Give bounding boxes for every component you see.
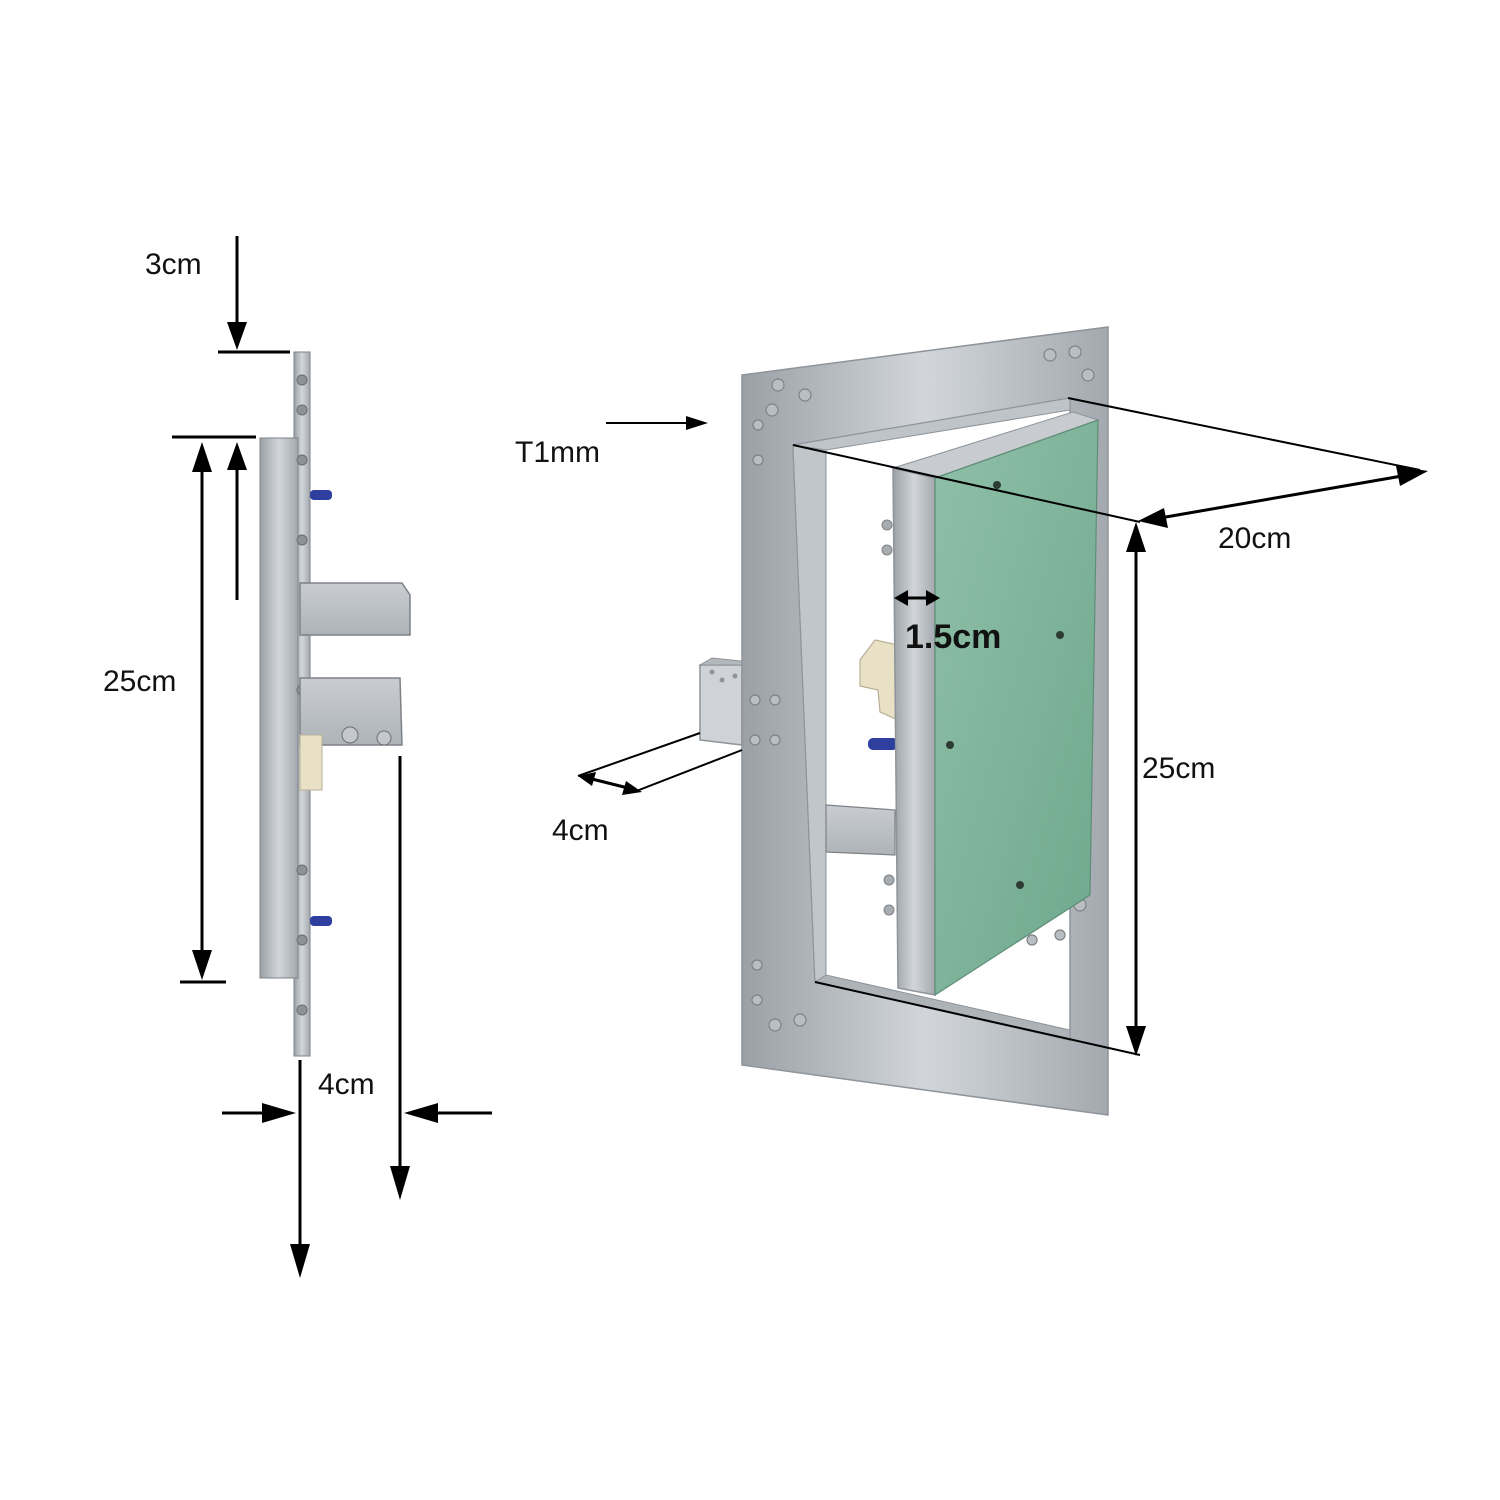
height-label: 25cm <box>1142 752 1215 785</box>
side-view: 3cm 25cm 4cm <box>103 236 492 1278</box>
side-lock-bracket <box>299 677 403 746</box>
side-screws <box>296 374 308 1016</box>
width-label: 20cm <box>1218 522 1291 555</box>
door-edge <box>892 467 936 996</box>
gypsum-screw-holes <box>946 481 1064 889</box>
flange-screws <box>749 345 1095 1032</box>
panel-depth-label: 1.5cm <box>905 618 1001 656</box>
side-panel-body <box>259 437 299 979</box>
door-gypsum-face <box>934 419 1099 997</box>
perspective-view: T1mm 20cm 25cm 1.5cm 4cm <box>515 326 1428 1116</box>
spring-strap <box>825 804 896 856</box>
thickness-label: T1mm <box>515 436 600 469</box>
knob <box>868 738 898 750</box>
side-latch <box>299 734 323 791</box>
side-spring-clip <box>299 582 411 636</box>
side-top-margin-label: 3cm <box>145 248 202 281</box>
side-height-label: 25cm <box>103 665 176 698</box>
bracket-depth-label: 4cm <box>552 814 609 847</box>
side-depth-label: 4cm <box>318 1068 375 1101</box>
